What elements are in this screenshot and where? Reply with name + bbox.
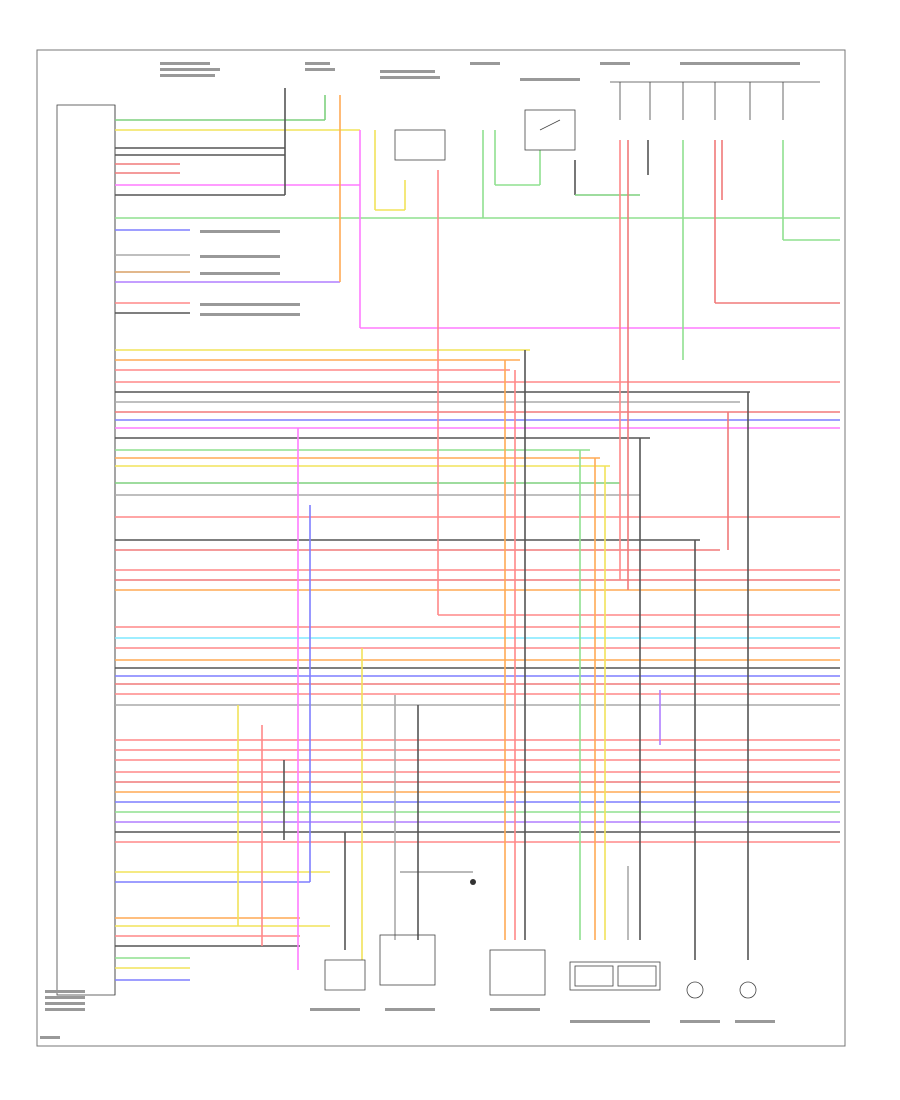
label-tick bbox=[490, 1008, 540, 1011]
label-tick bbox=[570, 1020, 650, 1023]
label-tick bbox=[200, 230, 280, 233]
relay-switch bbox=[539, 119, 561, 131]
injector-1-coil bbox=[686, 981, 704, 999]
label-tick bbox=[40, 1036, 60, 1039]
label-tick bbox=[520, 78, 580, 81]
labels bbox=[40, 62, 800, 1039]
label-tick bbox=[200, 272, 280, 275]
label-tick bbox=[600, 62, 630, 65]
crankshaft-sensor-ground bbox=[470, 879, 476, 885]
horizontal-wires bbox=[115, 119, 840, 981]
label-tick bbox=[305, 62, 330, 65]
label-tick bbox=[470, 62, 500, 65]
label-tick bbox=[735, 1020, 775, 1023]
top-components bbox=[394, 81, 820, 161]
ecm-connector-block bbox=[56, 104, 116, 996]
main-relay-box bbox=[394, 129, 446, 161]
label-tick bbox=[160, 74, 215, 77]
label-tick bbox=[680, 1020, 720, 1023]
throttle-sub-a bbox=[574, 965, 614, 987]
fuse-block bbox=[619, 82, 784, 120]
label-tick bbox=[680, 62, 800, 65]
label-tick bbox=[380, 76, 440, 79]
label-tick bbox=[200, 303, 300, 306]
label-tick bbox=[200, 255, 280, 258]
vertical-wires bbox=[237, 88, 840, 970]
fuel-pump-relay-box bbox=[524, 109, 576, 151]
label-tick bbox=[385, 1008, 435, 1011]
injector-2-coil bbox=[739, 981, 757, 999]
label-tick bbox=[160, 68, 220, 71]
label-tick bbox=[310, 1008, 360, 1011]
label-tick bbox=[45, 996, 85, 999]
diagram-frame bbox=[36, 49, 846, 1047]
camshaft-sensor-symbol bbox=[324, 959, 366, 991]
label-tick bbox=[200, 313, 300, 316]
throttle-sub-b bbox=[617, 965, 657, 987]
label-tick bbox=[45, 990, 85, 993]
label-tick bbox=[160, 62, 210, 65]
label-tick bbox=[45, 1008, 85, 1011]
crankshaft-sensor-box bbox=[379, 934, 436, 986]
knock-sensor-box bbox=[489, 949, 546, 996]
label-tick bbox=[45, 1002, 85, 1005]
label-tick bbox=[380, 70, 435, 73]
label-tick bbox=[305, 68, 335, 71]
throttle-sensor-box bbox=[569, 961, 661, 991]
bottom-components bbox=[324, 871, 757, 999]
